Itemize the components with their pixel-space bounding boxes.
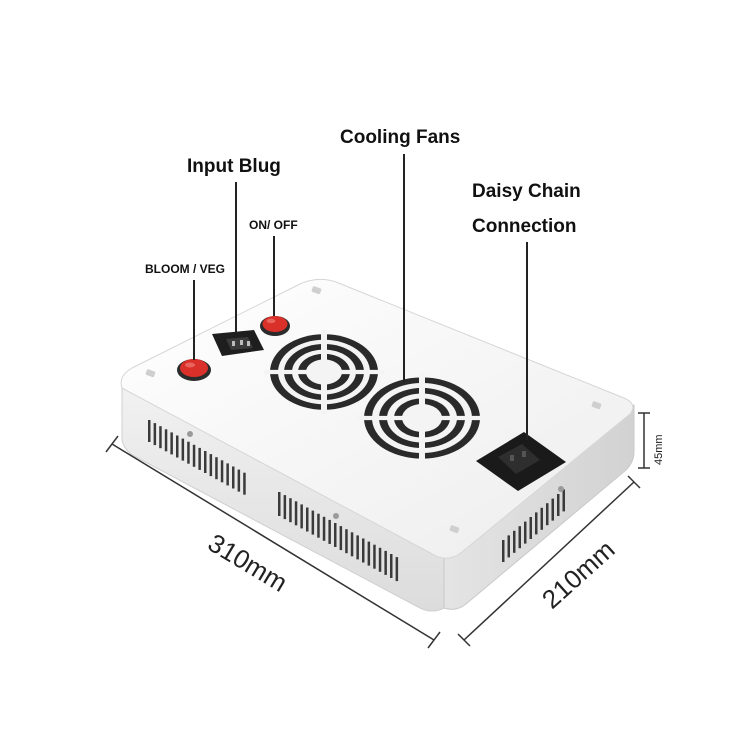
vent-slot <box>395 557 399 582</box>
vent-slot <box>278 492 281 516</box>
dimension-width-label: 210mm <box>536 534 621 614</box>
vent-slot <box>311 510 315 535</box>
vent-slots-middle <box>278 492 399 582</box>
vent-slot <box>524 521 527 544</box>
vent-slot <box>283 495 287 520</box>
mount-slot-icon <box>145 369 156 378</box>
vent-slot <box>181 438 185 461</box>
screw-icon <box>333 513 339 519</box>
vent-slot <box>317 513 320 538</box>
fan-grille-icon <box>264 330 384 414</box>
vent-slot <box>518 526 521 549</box>
housing-right-side <box>443 403 635 610</box>
vent-slot <box>192 444 196 467</box>
on-off-button[interactable] <box>260 316 290 336</box>
vent-slot <box>356 535 359 560</box>
vent-slots-right <box>502 489 565 562</box>
vent-slot <box>176 435 179 458</box>
on-off-label: ON/ OFF <box>249 218 298 232</box>
vent-slot <box>204 451 207 473</box>
dimension-length-label: 310mm <box>203 527 293 597</box>
daisy-chain-label-line1: Daisy Chain <box>472 181 581 202</box>
screw-icon <box>558 486 564 492</box>
bloom-veg-label: BLOOM / VEG <box>145 262 226 276</box>
vent-slot <box>306 507 309 532</box>
input-plug-socket <box>212 330 264 356</box>
fan-grille-icon <box>358 373 486 463</box>
vent-slot <box>513 530 516 553</box>
dimension-width <box>457 475 641 647</box>
mount-slot-icon <box>311 286 322 295</box>
vent-slot <box>226 463 229 486</box>
vent-slot <box>215 457 218 480</box>
vent-slot <box>367 541 371 566</box>
vent-slot <box>164 429 168 452</box>
vent-slot <box>557 494 560 516</box>
vent-slot <box>300 504 303 529</box>
vent-slot <box>170 432 173 455</box>
dimension-height <box>638 412 650 469</box>
vent-slot <box>334 523 337 547</box>
power-socket-icon <box>476 432 566 491</box>
vent-slot <box>345 529 348 554</box>
vent-slot <box>237 469 241 492</box>
dimension-length <box>105 435 441 649</box>
bloom-veg-button[interactable] <box>177 359 211 381</box>
vent-slot <box>362 538 365 563</box>
vent-slot <box>339 526 343 551</box>
dimension-height-label: 45mm <box>653 434 665 465</box>
vent-slot <box>187 441 190 464</box>
mount-slot-icon <box>449 525 460 534</box>
vent-slot <box>328 519 331 544</box>
vent-slot <box>529 517 532 539</box>
vent-slot <box>562 489 565 512</box>
input-plug-label: Input Blug <box>187 156 281 177</box>
vent-slot <box>294 501 298 526</box>
vent-slot <box>350 532 354 557</box>
vent-slot <box>507 535 510 558</box>
vent-slot <box>540 507 543 530</box>
vent-slot <box>289 498 292 523</box>
vent-slot <box>373 544 376 569</box>
vent-slot <box>535 512 538 535</box>
vent-slot <box>322 516 326 541</box>
vent-slot <box>209 454 213 477</box>
cooling-fans-label: Cooling Fans <box>340 127 461 148</box>
vent-slot <box>243 472 246 495</box>
vent-slot <box>551 498 554 521</box>
vent-slots-left <box>148 420 246 495</box>
daisy-chain-label-line2: Connection <box>472 216 577 237</box>
vent-slot <box>390 554 393 578</box>
vent-slot <box>159 426 162 449</box>
vent-slot <box>384 550 387 575</box>
mount-slot-icon <box>591 401 602 410</box>
vent-slot <box>232 466 235 489</box>
vent-slot <box>198 447 201 470</box>
vent-slot <box>148 420 151 442</box>
vent-slot <box>153 423 157 446</box>
vent-slot <box>378 547 382 572</box>
vent-slot <box>502 540 505 562</box>
screw-icon <box>187 431 193 437</box>
vent-slot <box>220 460 224 483</box>
vent-slot <box>546 503 549 526</box>
